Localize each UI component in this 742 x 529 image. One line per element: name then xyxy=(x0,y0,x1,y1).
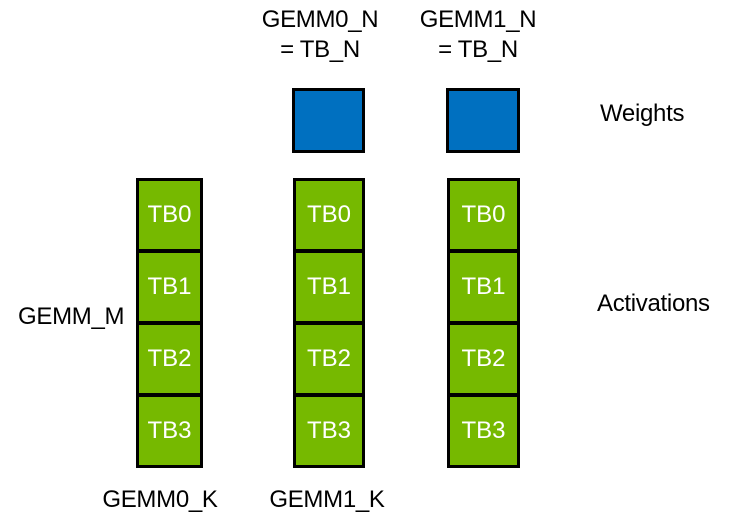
gemm1-n-label-line1: GEMM1_N xyxy=(419,6,537,33)
activations-column-1: TB0 TB1 TB2 TB3 xyxy=(293,178,365,468)
tb3-cell: TB3 xyxy=(296,393,362,465)
tb1-cell: TB1 xyxy=(139,249,200,321)
gemm0-n-label-line1: GEMM0_N xyxy=(261,6,379,33)
gemm0-weights-tile xyxy=(292,88,365,153)
gemm0-n-label: GEMM0_N = TB_N xyxy=(250,5,390,65)
tb1-cell: TB1 xyxy=(296,249,362,321)
activations-column-2: TB0 TB1 TB2 TB3 xyxy=(447,178,520,468)
gemm1-n-label-line2: = TB_N xyxy=(438,36,518,63)
activations-column-0: TB0 TB1 TB2 TB3 xyxy=(136,178,203,468)
gemm1-n-label: GEMM1_N = TB_N xyxy=(408,5,548,65)
tb3-cell: TB3 xyxy=(139,393,200,465)
tb3-cell: TB3 xyxy=(450,393,517,465)
gemm1-weights-tile xyxy=(446,88,520,153)
gemm1-k-label: GEMM1_K xyxy=(269,486,385,513)
tb2-cell: TB2 xyxy=(296,321,362,393)
tb1-cell: TB1 xyxy=(450,249,517,321)
tb0-cell: TB0 xyxy=(147,201,192,228)
gemm-m-label: GEMM_M xyxy=(18,303,125,330)
gemm0-n-label-line2: = TB_N xyxy=(280,36,360,63)
tb0-cell: TB0 xyxy=(461,201,506,228)
tb2-cell: TB2 xyxy=(139,321,200,393)
activations-label: Activations xyxy=(597,290,710,317)
weights-label: Weights xyxy=(600,100,685,127)
tb2-cell: TB2 xyxy=(450,321,517,393)
tb0-cell: TB0 xyxy=(306,201,351,228)
gemm0-k-label: GEMM0_K xyxy=(102,486,218,513)
